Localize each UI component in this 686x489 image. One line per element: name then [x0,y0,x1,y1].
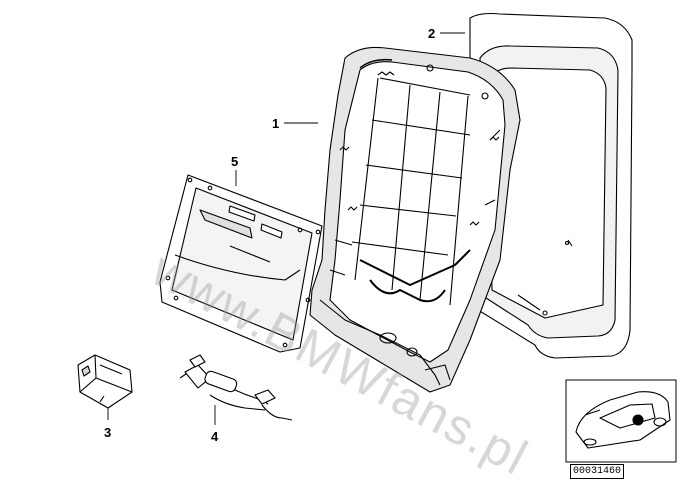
callout-4: 4 [211,429,219,444]
reference-code: 00031460 [570,464,625,479]
part-3-module [77,354,133,409]
callout-leaders [107,32,465,425]
callout-1: 1 [272,116,280,131]
callout-2: 2 [428,26,436,41]
car-inset [565,379,677,463]
callout-5: 5 [231,154,239,169]
part-5-cover-panel [159,174,323,353]
part-1-frame [309,46,521,393]
callout-3: 3 [104,425,112,440]
part-4-wiring-harness [179,354,293,421]
